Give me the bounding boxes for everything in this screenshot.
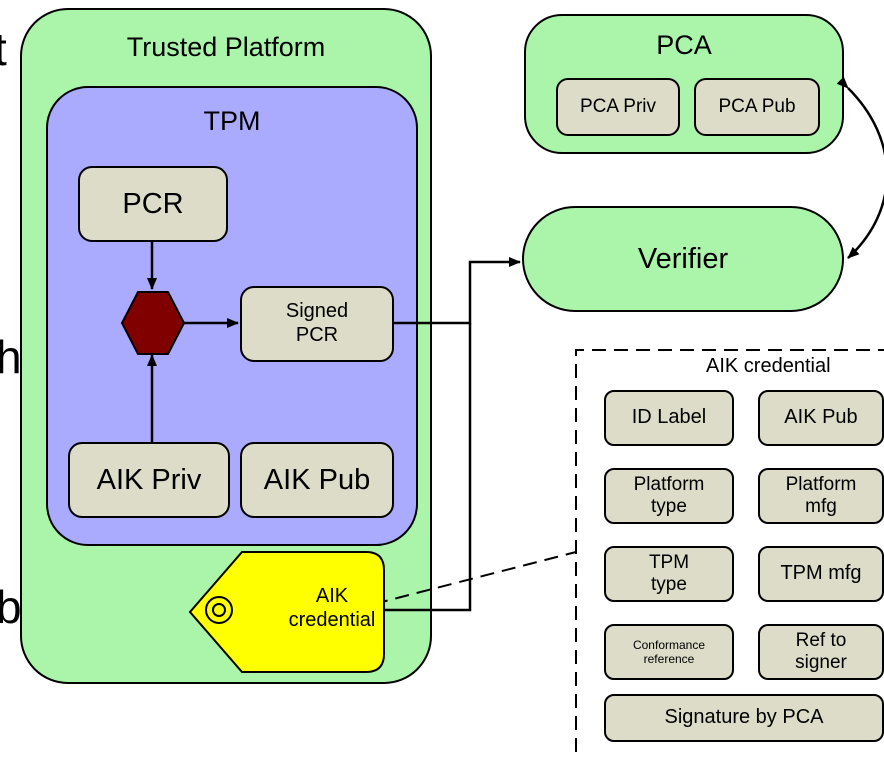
cred-platform-mfg: Platform mfg: [758, 468, 884, 524]
pca-priv-box: PCA Priv: [556, 78, 680, 136]
arrow-pca-verifier: [836, 76, 884, 259]
cred-tpm-mfg: TPM mfg: [758, 546, 884, 602]
tpm-title: TPM: [203, 106, 261, 136]
aik-pub-box: AIK Pub: [240, 442, 394, 518]
pca-title: PCA: [656, 30, 712, 60]
trusted-platform-title: Trusted Platform: [126, 32, 326, 62]
pcr-box: PCR: [78, 166, 228, 242]
cred-signature-by-pca: Signature by PCA: [604, 694, 884, 742]
cred-id-label: ID Label: [604, 390, 734, 446]
cred-ref-to-signer: Ref to signer: [758, 624, 884, 680]
edge-fragment-1: t: [0, 23, 7, 75]
cred-tpm-type: TPM type: [604, 546, 734, 602]
aik-priv-box: AIK Priv: [68, 442, 230, 518]
aik-credential-title: AIK credential: [706, 355, 831, 377]
cred-conformance-reference: Conformance reference: [604, 624, 734, 680]
edge-fragment-3: b: [0, 581, 22, 633]
verifier-node: Verifier: [522, 206, 844, 312]
signed-pcr-box: Signed PCR: [240, 286, 394, 362]
edge-fragment-2: h: [0, 331, 22, 383]
aik-credential-tag-label: AIK credential: [288, 585, 376, 632]
pca-pub-box: PCA Pub: [694, 78, 820, 136]
cred-aik-pub: AIK Pub: [758, 390, 884, 446]
cred-platform-type: Platform type: [604, 468, 734, 524]
